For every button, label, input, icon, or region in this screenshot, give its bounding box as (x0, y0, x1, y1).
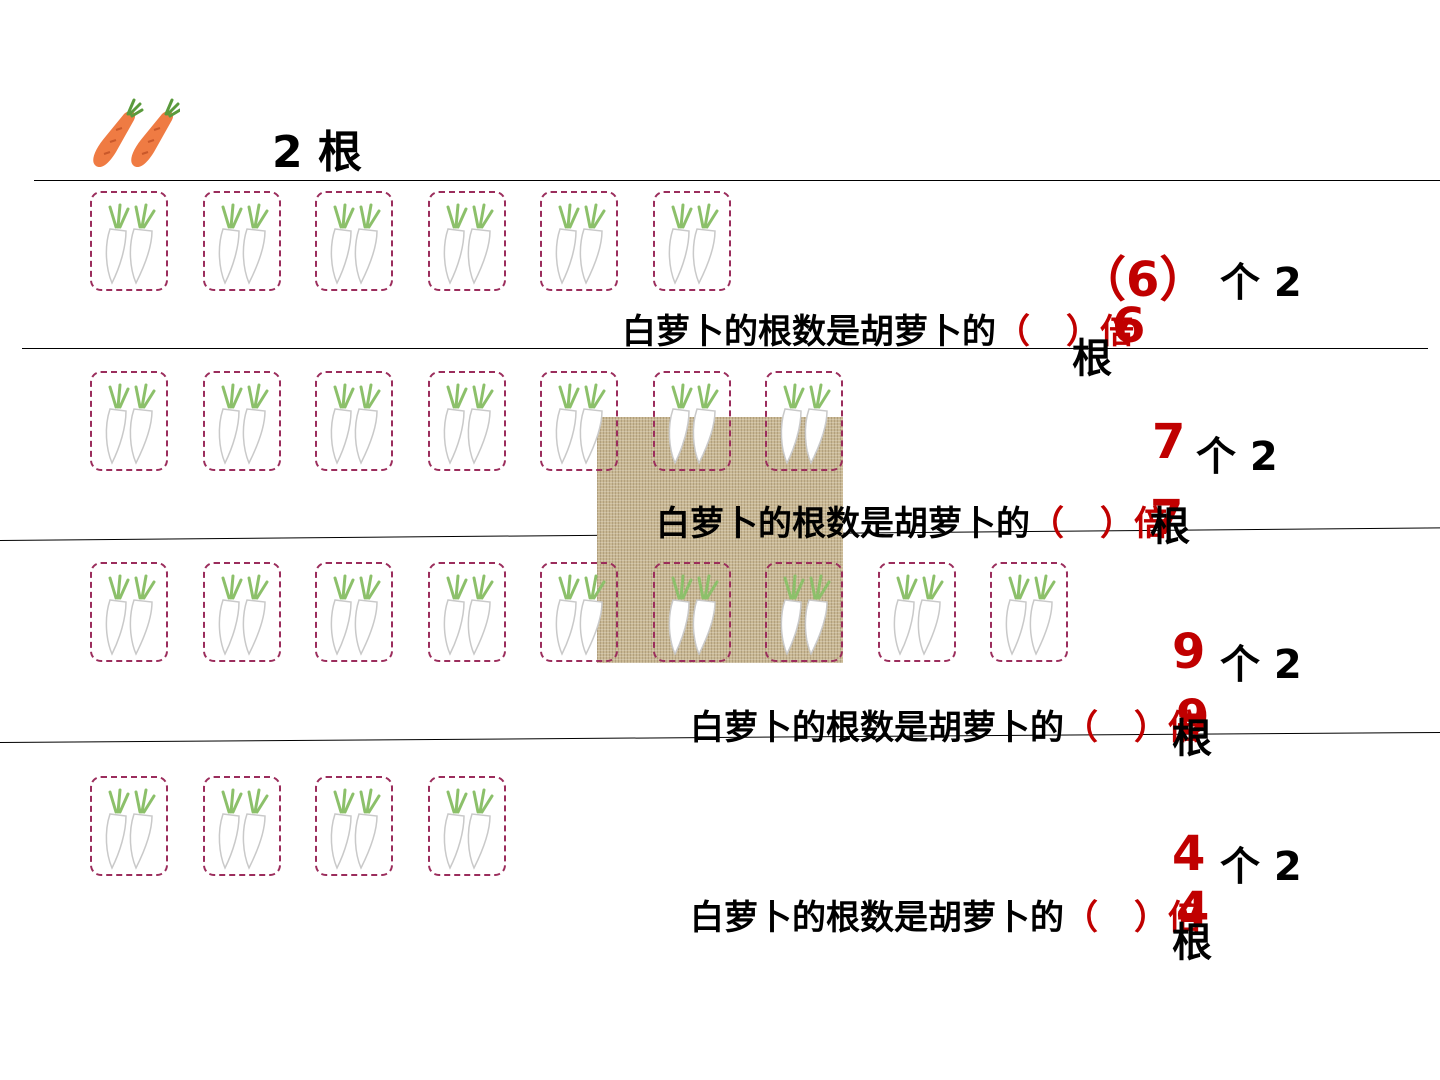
radish-pair-icon (893, 574, 943, 656)
divider-line-1 (34, 180, 1440, 181)
radish-pair-icon (555, 383, 606, 465)
radish-pair-icon (330, 788, 381, 870)
radish-card (90, 191, 168, 291)
row3-answer: 9 (1176, 690, 1210, 746)
row1-gen: 根 (1072, 336, 1112, 382)
row4-open-paren: （ (1064, 898, 1098, 938)
radish-card (540, 191, 618, 291)
row2-answer: 7 (1150, 490, 1184, 546)
row2-sentence-text: 白萝卜的根数是胡萝卜的 (656, 504, 1030, 544)
radish-card (202, 371, 281, 471)
row3-unit: 倍 (1168, 708, 1202, 748)
radish-pair-icon (330, 574, 381, 656)
radish-pair-icon (780, 574, 831, 656)
row1-answer-paren: （6） (1078, 240, 1207, 310)
radish-card (427, 371, 506, 471)
carrot-count-label: 2 根 (272, 127, 362, 178)
radish-card (315, 776, 393, 876)
row1-paren-answer: 6 (1126, 252, 1160, 308)
row4-unit: 倍 (1168, 898, 1202, 938)
radish-card (90, 776, 168, 876)
radish-pair-icon (105, 383, 156, 465)
radish-pair-icon (218, 203, 268, 285)
radish-card (315, 371, 393, 471)
radish-pair-icon (105, 788, 156, 870)
radish-card (652, 191, 731, 291)
radish-pair-icon (330, 203, 381, 285)
row1-sentence-text: 白萝卜的根数是胡萝卜的 (622, 312, 996, 352)
row3-sentence: 白萝卜的根数是胡萝卜的（ ）倍 (690, 700, 1202, 749)
row3-gen: 根 (1172, 716, 1212, 762)
radish-card (652, 562, 731, 662)
radish-pair-icon (330, 383, 381, 465)
row2-gen: 根 (1150, 504, 1190, 550)
row4-answer: 4 (1176, 882, 1210, 938)
radish-card (202, 562, 281, 662)
row2-ge2: 个 2 (1196, 434, 1278, 480)
radish-pair-icon (105, 203, 156, 285)
radish-card (540, 562, 618, 662)
burlap-texture-patch (597, 417, 843, 663)
row1-paren-open: （ (1078, 252, 1127, 308)
row1-answer: 6 (1112, 298, 1146, 354)
row4-ge2: 个 2 (1220, 844, 1302, 890)
row1-close-paren: ） (1066, 312, 1100, 352)
radish-pair-icon (218, 383, 268, 465)
row1-sentence: 白萝卜的根数是胡萝卜的（ ）倍 (622, 304, 1134, 353)
radish-card (315, 562, 393, 662)
radish-card (877, 562, 956, 662)
row1-ge2: 个 2 (1220, 260, 1302, 306)
row2-close-paren: ） (1100, 504, 1134, 544)
row1-paren-close: ） (1159, 252, 1208, 308)
radish-card (315, 191, 393, 291)
radish-card (765, 562, 843, 662)
radish-pair-icon (555, 203, 606, 285)
radish-pair-icon (1005, 574, 1056, 656)
radish-pair-icon (668, 574, 718, 656)
radish-pair-icon (780, 383, 831, 465)
radish-pair-icon (105, 574, 156, 656)
row2-open-paren: （ (1030, 504, 1064, 544)
row2-sentence: 白萝卜的根数是胡萝卜的（ ）倍 (656, 496, 1168, 545)
radish-card (90, 371, 168, 471)
radish-pair-icon (668, 203, 718, 285)
radish-pair-icon (443, 574, 493, 656)
row3-open-paren: （ (1064, 708, 1098, 748)
radish-pair-icon (443, 788, 493, 870)
radish-pair-icon (443, 203, 493, 285)
row4-close-paren: ） (1134, 898, 1168, 938)
carrot-pair-icon (93, 98, 180, 168)
radish-card (765, 371, 843, 471)
radish-card (652, 371, 731, 471)
radish-card (202, 191, 281, 291)
row1-open-paren: （ (996, 312, 1030, 352)
radish-card (540, 371, 618, 471)
row4-count: 4 (1172, 826, 1206, 882)
divider-line-2 (22, 348, 1428, 349)
row3-close-paren: ） (1134, 708, 1168, 748)
radish-pair-icon (443, 383, 493, 465)
row4-sentence: 白萝卜的根数是胡萝卜的（ ）倍 (690, 890, 1202, 939)
row3-ge2: 个 2 (1220, 642, 1302, 688)
radish-pair-icon (218, 574, 268, 656)
radish-card (202, 776, 281, 876)
row4-sentence-text: 白萝卜的根数是胡萝卜的 (690, 898, 1064, 938)
row4-gen: 根 (1172, 920, 1212, 966)
radish-card (427, 776, 506, 876)
radish-card (90, 562, 168, 662)
row2-unit: 倍 (1134, 504, 1168, 544)
radish-pair-icon (668, 383, 718, 465)
row3-count: 9 (1172, 624, 1206, 680)
radish-pair-icon (218, 788, 268, 870)
radish-card (990, 562, 1068, 662)
row3-sentence-text: 白萝卜的根数是胡萝卜的 (690, 708, 1064, 748)
row1-unit: 倍 (1100, 312, 1134, 352)
radish-card (427, 562, 506, 662)
row2-count: 7 (1152, 414, 1186, 470)
radish-pair-icon (555, 574, 606, 656)
radish-card (427, 191, 506, 291)
